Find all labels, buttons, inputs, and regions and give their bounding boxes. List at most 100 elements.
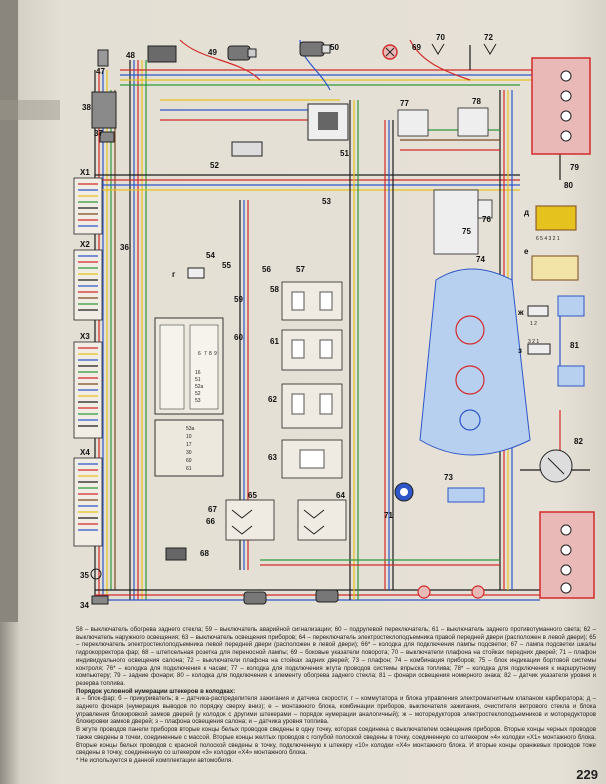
component-number: 70 — [436, 33, 445, 42]
connector-zh-label: ж — [517, 308, 524, 317]
component-number: 62 — [268, 395, 277, 404]
component-52 — [231, 141, 263, 157]
component-number: 77 — [400, 99, 409, 108]
fuel-sensor-82 — [539, 449, 573, 483]
component-49 — [227, 45, 257, 61]
connector-z-label: з — [518, 346, 522, 355]
connector-e-diagram: е — [524, 247, 579, 281]
switch-63 — [281, 439, 343, 479]
component-number: 48 — [126, 51, 135, 60]
component-number: 74 — [476, 255, 485, 264]
switch-58 — [281, 281, 343, 321]
component-number: 75 — [462, 227, 471, 236]
fuse-code-8: 8 — [209, 351, 212, 357]
component-number: 55 — [222, 261, 231, 270]
wire-harness-trunks — [94, 39, 590, 601]
component-number: 64 — [336, 491, 345, 500]
connector-d-diagram: 6 5 4 3 2 1 д — [524, 205, 577, 242]
component-number: 67 — [208, 505, 217, 514]
component-47 — [97, 49, 109, 67]
component-number: 36 — [120, 243, 129, 252]
component-number: 51 — [340, 149, 349, 158]
mounting-block: 6 7 8 9 16 51 52a 52 53 — [154, 317, 224, 415]
connector-76 — [477, 199, 493, 219]
window-switch-64 — [297, 499, 347, 541]
component-number: 68 — [200, 549, 209, 558]
connector-x3-label: X3 — [80, 332, 90, 341]
component-48 — [147, 45, 177, 63]
component-number: 66 — [206, 517, 215, 526]
component-number: 58 — [270, 285, 279, 294]
connector-e-label: е — [524, 247, 529, 256]
component-number: 69 — [412, 43, 421, 52]
component-number: 57 — [296, 265, 305, 274]
component-51 — [307, 103, 349, 141]
fuse-code-52a: 52a — [195, 384, 204, 390]
connector-x2-label: X2 — [80, 240, 90, 249]
component-49-lower — [243, 591, 267, 605]
connector-x1-label: X1 — [80, 168, 90, 177]
component-number: 73 — [444, 473, 453, 482]
fuse-code-6: 6 — [198, 351, 201, 357]
connector-zh-diagram: 1 2 ж — [517, 305, 549, 327]
caption-order-text: а – блок-фар; б – прикуриватель; в – дат… — [76, 695, 596, 726]
component-number: 53 — [322, 197, 331, 206]
component-number: 34 — [80, 601, 89, 610]
connector-x2: X2 — [73, 240, 103, 321]
component-number: 54 — [206, 251, 215, 260]
fuse-code-60: 60 — [186, 458, 192, 464]
wiring-diagram: X1 X2 X3 — [0, 0, 595, 622]
connector-x4-label: X4 — [80, 448, 90, 457]
fuse-code-16: 16 — [195, 370, 201, 376]
caption-legend: 58 – выключатель обогрева заднего стекла… — [76, 626, 596, 687]
fuse-code-53: 53 — [195, 398, 201, 404]
dome-lamp-71 — [394, 482, 414, 502]
connector-x1: X1 — [73, 168, 103, 235]
switch-62 — [281, 383, 343, 429]
lamp-69-lower — [417, 585, 431, 599]
page-number: 229 — [576, 767, 598, 782]
rear-lamp-79-lower — [539, 511, 595, 599]
connector-g-diagram: г — [172, 267, 205, 279]
component-70 — [431, 43, 445, 55]
connector-x4: X4 — [73, 448, 103, 547]
component-number: 61 — [270, 337, 279, 346]
connector-g-label: г — [172, 270, 176, 279]
lamp-73 — [447, 487, 485, 503]
window-switch-65 — [225, 499, 275, 541]
fuse-code-30: 30 — [186, 450, 192, 456]
component-number: 65 — [248, 491, 257, 500]
connector-77 — [397, 109, 429, 137]
component-number: 38 — [82, 103, 91, 112]
fuse-code-51: 51 — [195, 377, 201, 383]
fuse-code-61: 61 — [186, 466, 192, 472]
component-number: 81 — [570, 341, 579, 350]
component-68-socket — [165, 547, 187, 561]
component-number: 35 — [80, 571, 89, 580]
component-72 — [483, 43, 497, 55]
fuse-code-52: 52 — [195, 391, 201, 397]
component-number: 59 — [234, 295, 243, 304]
caption-note: В жгуте проводов панели приборов вторые … — [76, 726, 596, 757]
component-35 — [90, 568, 102, 580]
indicator-block-75 — [433, 189, 479, 255]
component-number: 72 — [484, 33, 493, 42]
component-number: 82 — [574, 437, 583, 446]
instrument-cluster-74 — [419, 268, 531, 456]
component-number: 47 — [96, 67, 105, 76]
lamp-69-lower-2 — [471, 585, 485, 599]
fuse-code-53a: 53a — [186, 426, 195, 432]
component-number: 80 — [564, 181, 573, 190]
component-number: 63 — [268, 453, 277, 462]
page-binding-shadow — [0, 0, 18, 622]
component-number: 60 — [234, 333, 243, 342]
component-number-labels: 34 35 36 37 38 47 48 49 50 51 52 53 54 5… — [80, 33, 583, 610]
component-number: 78 — [472, 97, 481, 106]
figure-caption: 58 – выключатель обогрева заднего стекла… — [76, 626, 596, 765]
connector-zh-pins: 1 2 — [530, 321, 537, 327]
component-number: 79 — [570, 163, 579, 172]
connector-z-diagram: 3 2 1 з — [518, 339, 551, 355]
fuse-code-10: 10 — [186, 434, 192, 440]
fuse-code-7: 7 — [204, 351, 207, 357]
